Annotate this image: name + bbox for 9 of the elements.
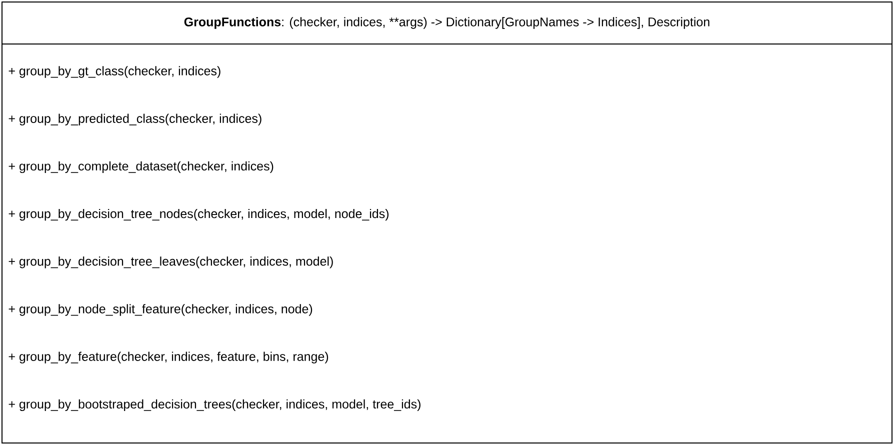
method-text: + group_by_decision_tree_nodes(checker, indices, model, node_ids) <box>8 208 388 221</box>
method-text: + group_by_predicted_class(checker, indices) <box>8 114 262 126</box>
method-text: + group_by_node_split_feature(checker, indices, node) <box>8 304 312 316</box>
method-text: + group_by_decision_tree_leaves(checker, indices, model) <box>8 256 333 268</box>
method-text: + group_by_gt_class(checker, indices) <box>8 66 220 78</box>
class-header: GroupFunctions: (checker, indices, **args) -> Dictionary[GroupNames -> Indices], Description <box>184 17 710 29</box>
method-text: + group_by_feature(checker, indices, feature, bins, range) <box>8 352 328 364</box>
method-text: + group_by_bootstraped_decision_trees(checker, indices, model, tree_ids) <box>8 399 420 412</box>
method-text: + group_by_complete_dataset(checker, indices) <box>8 161 274 174</box>
